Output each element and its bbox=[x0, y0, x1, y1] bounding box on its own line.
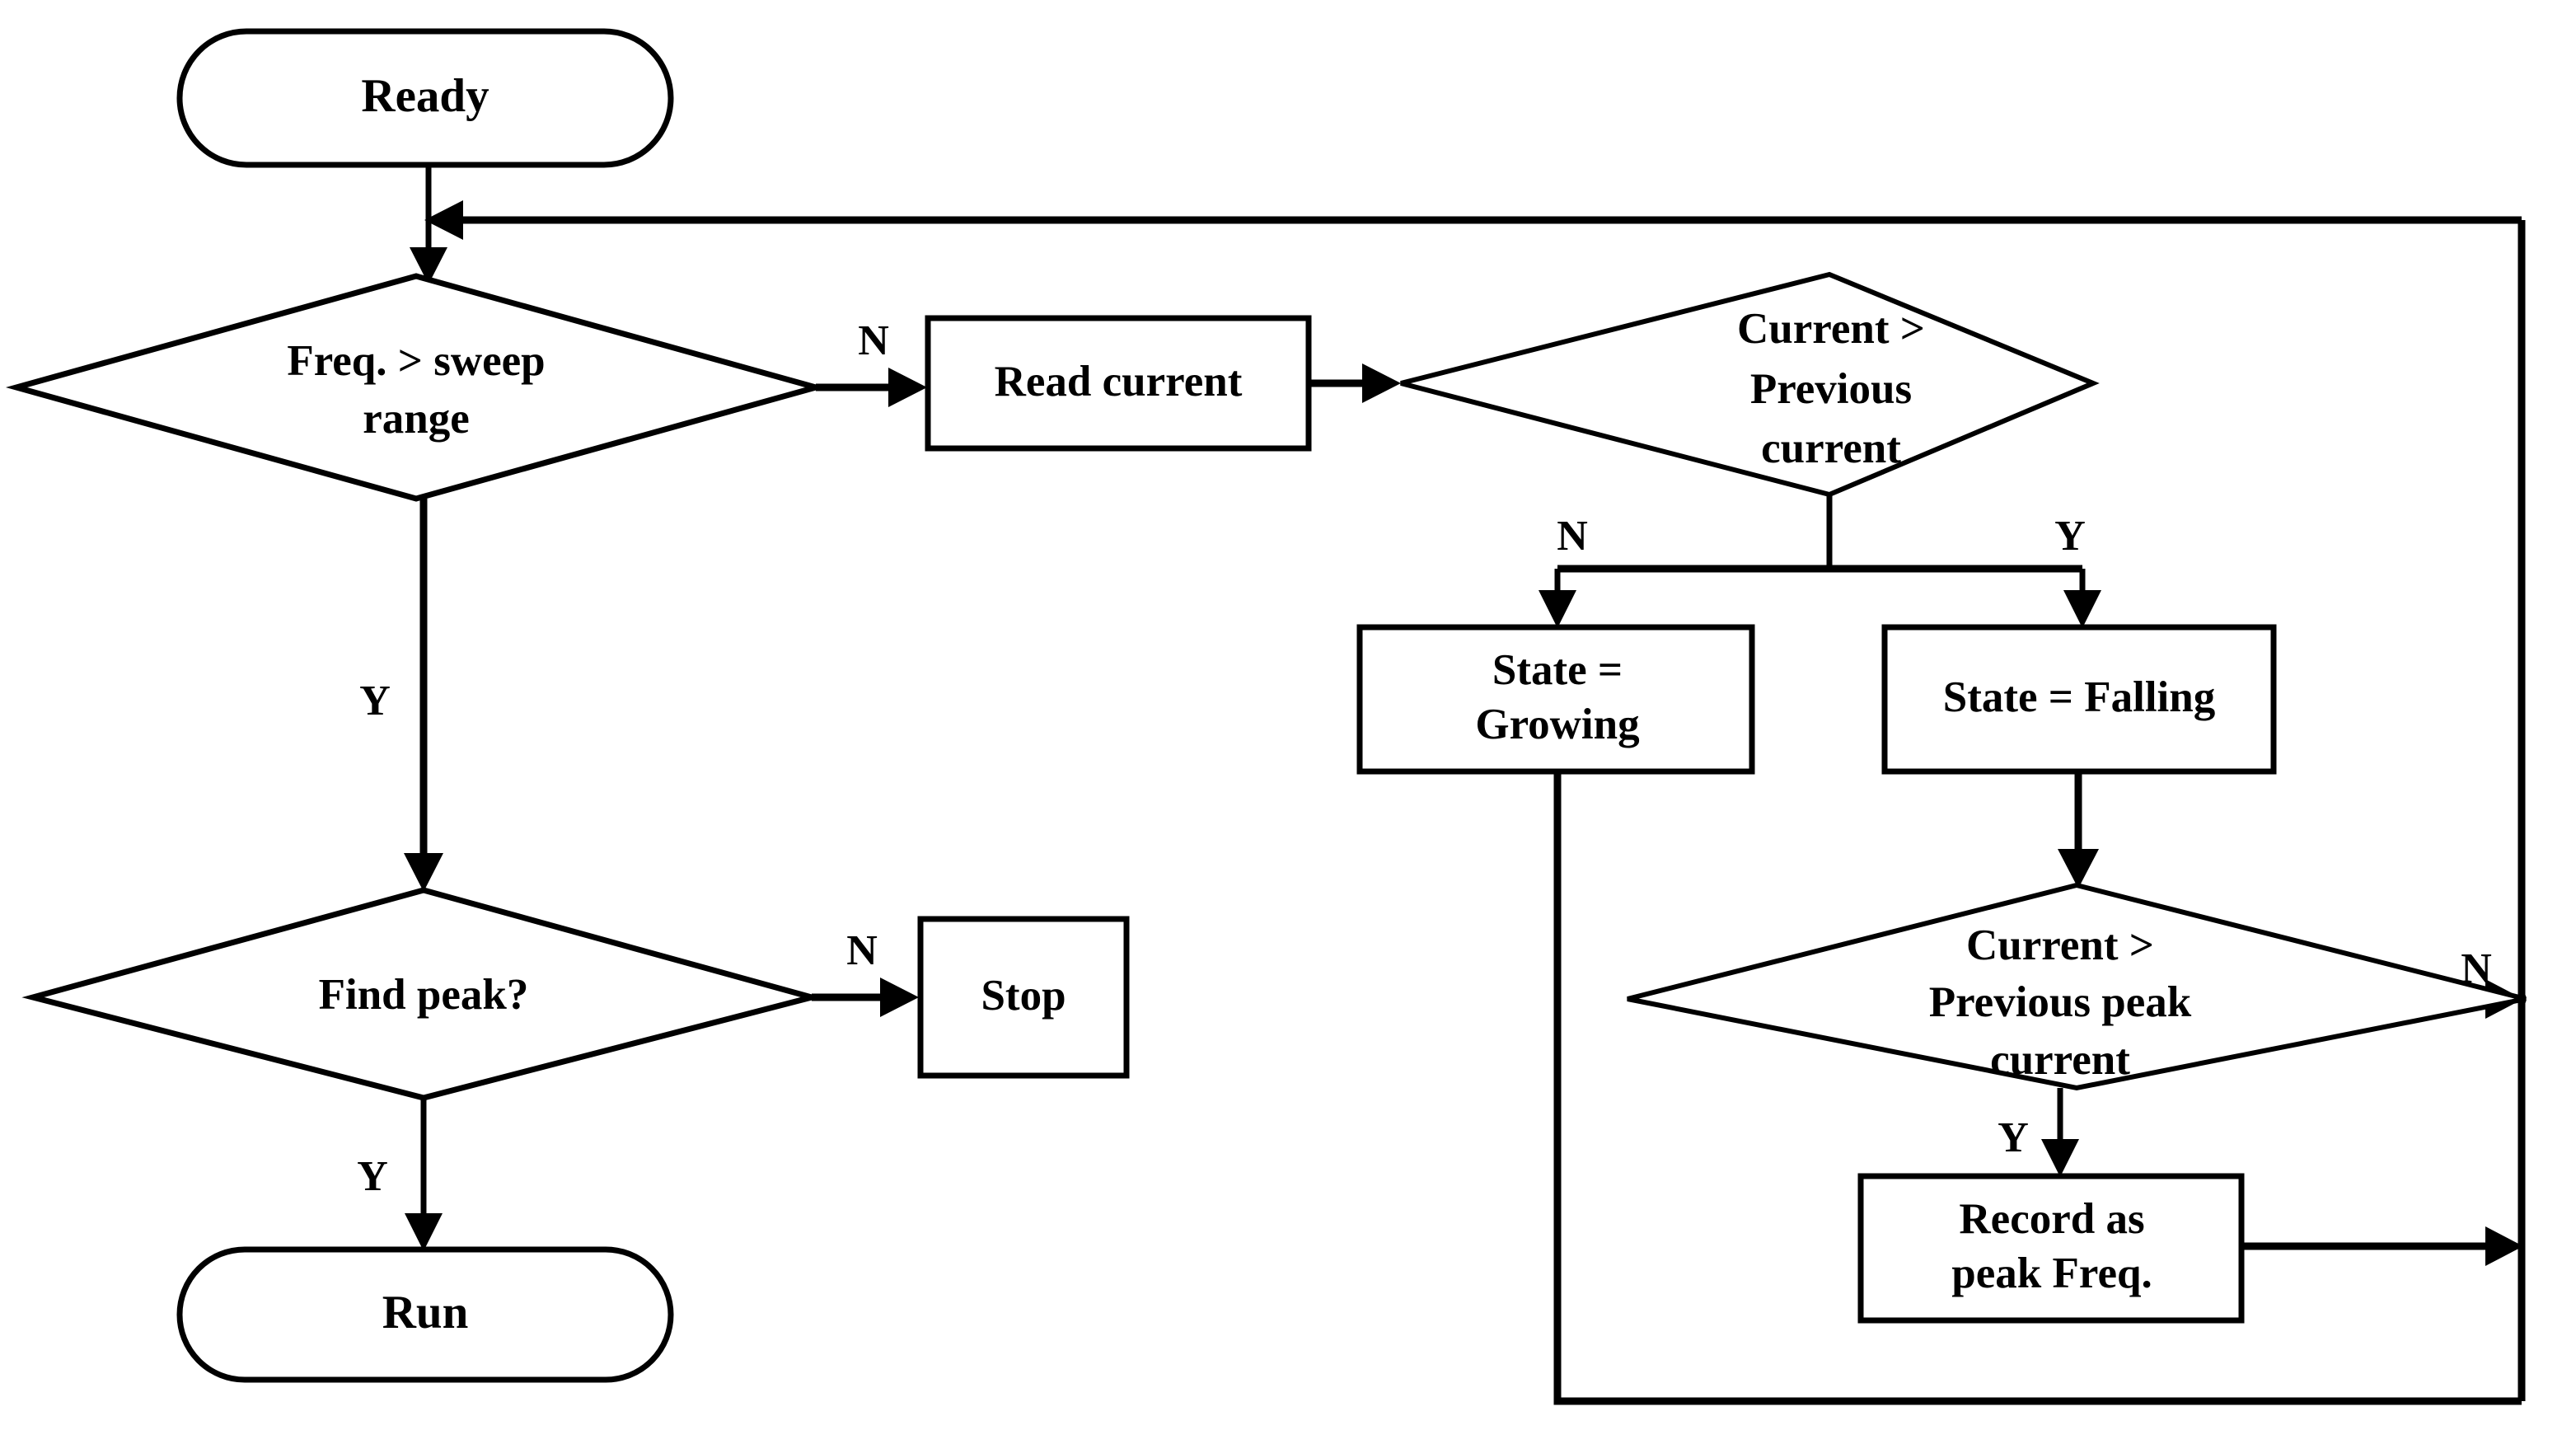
node-state-growing[interactable]: State = Growing bbox=[1356, 624, 1755, 775]
node-current-gt-previous-peak-current[interactable]: Current > Previous peak current bbox=[1627, 882, 2527, 1091]
edge-return-bus-bottom bbox=[1553, 771, 2522, 1405]
edge-ready-to-freq bbox=[410, 165, 447, 284]
node-read-current-label: Read current bbox=[995, 358, 1243, 406]
node-find-peak-label: Find peak? bbox=[319, 971, 529, 1019]
node-current-prev-line3: current bbox=[1761, 424, 1901, 472]
node-state-falling-label: State = Falling bbox=[1943, 673, 2216, 721]
edge-label-current-prev-yes: Y bbox=[2054, 513, 2086, 560]
node-current-gt-previous-current[interactable]: Current > Previous current bbox=[1400, 271, 2100, 498]
edge-freq-yes-to-find-peak bbox=[404, 499, 443, 892]
node-state-growing-line2: Growing bbox=[1475, 701, 1639, 748]
node-current-peak-line2: Previous peak bbox=[1929, 978, 2192, 1026]
edge-record-to-bus bbox=[2241, 1226, 2523, 1266]
node-find-peak[interactable]: Find peak? bbox=[21, 887, 823, 1101]
edge-read-current-to-current-prev bbox=[1310, 363, 1401, 403]
node-run[interactable]: Run bbox=[176, 1246, 674, 1383]
edge-label-current-peak-no: N bbox=[2461, 945, 2492, 992]
node-run-label: Run bbox=[382, 1287, 469, 1339]
node-stop-label: Stop bbox=[981, 972, 1066, 1020]
edge-current-peak-yes-to-record bbox=[2041, 1088, 2079, 1177]
node-read-current[interactable]: Read current bbox=[925, 315, 1312, 452]
edge-falling-to-current-peak bbox=[2058, 771, 2099, 888]
edge-freq-no-to-read-current bbox=[816, 368, 927, 407]
node-freq-sweep-range[interactable]: Freq. > sweep range bbox=[5, 273, 827, 502]
node-ready[interactable]: Ready bbox=[176, 28, 674, 168]
node-current-prev-line1: Current > bbox=[1737, 305, 1925, 353]
node-record-as-peak-freq[interactable]: Record as peak Freq. bbox=[1857, 1173, 2245, 1324]
edge-label-freq-no: N bbox=[858, 317, 889, 364]
node-freq-sweep-line2: range bbox=[363, 395, 470, 443]
edge-return-bus-top bbox=[424, 200, 2522, 240]
edge-label-current-peak-yes: Y bbox=[1998, 1114, 2029, 1161]
node-state-growing-line1: State = bbox=[1492, 646, 1623, 694]
node-current-prev-line2: Previous bbox=[1750, 365, 1912, 413]
node-stop[interactable]: Stop bbox=[917, 916, 1130, 1079]
edge-find-peak-yes-to-run bbox=[405, 1096, 443, 1251]
node-current-peak-line1: Current > bbox=[1966, 921, 2154, 969]
edge-label-freq-yes: Y bbox=[359, 677, 391, 724]
node-record-peak-line1: Record as bbox=[1959, 1195, 2144, 1243]
node-record-peak-line2: peak Freq. bbox=[1951, 1249, 2152, 1297]
edge-current-prev-no-to-growing bbox=[1539, 569, 1576, 628]
node-freq-sweep-line1: Freq. > sweep bbox=[287, 337, 545, 385]
edge-label-find-peak-no: N bbox=[846, 927, 878, 974]
edge-current-prev-yes-to-falling bbox=[2063, 569, 2101, 628]
node-state-falling[interactable]: State = Falling bbox=[1881, 624, 2277, 775]
node-current-peak-line3: current bbox=[1990, 1036, 2130, 1084]
node-ready-label: Ready bbox=[361, 70, 489, 122]
edge-label-current-prev-no: N bbox=[1557, 513, 1588, 560]
edge-label-find-peak-yes: Y bbox=[357, 1153, 388, 1200]
edge-current-prev-split bbox=[1557, 495, 2082, 573]
edge-find-peak-no-to-stop bbox=[812, 978, 919, 1017]
